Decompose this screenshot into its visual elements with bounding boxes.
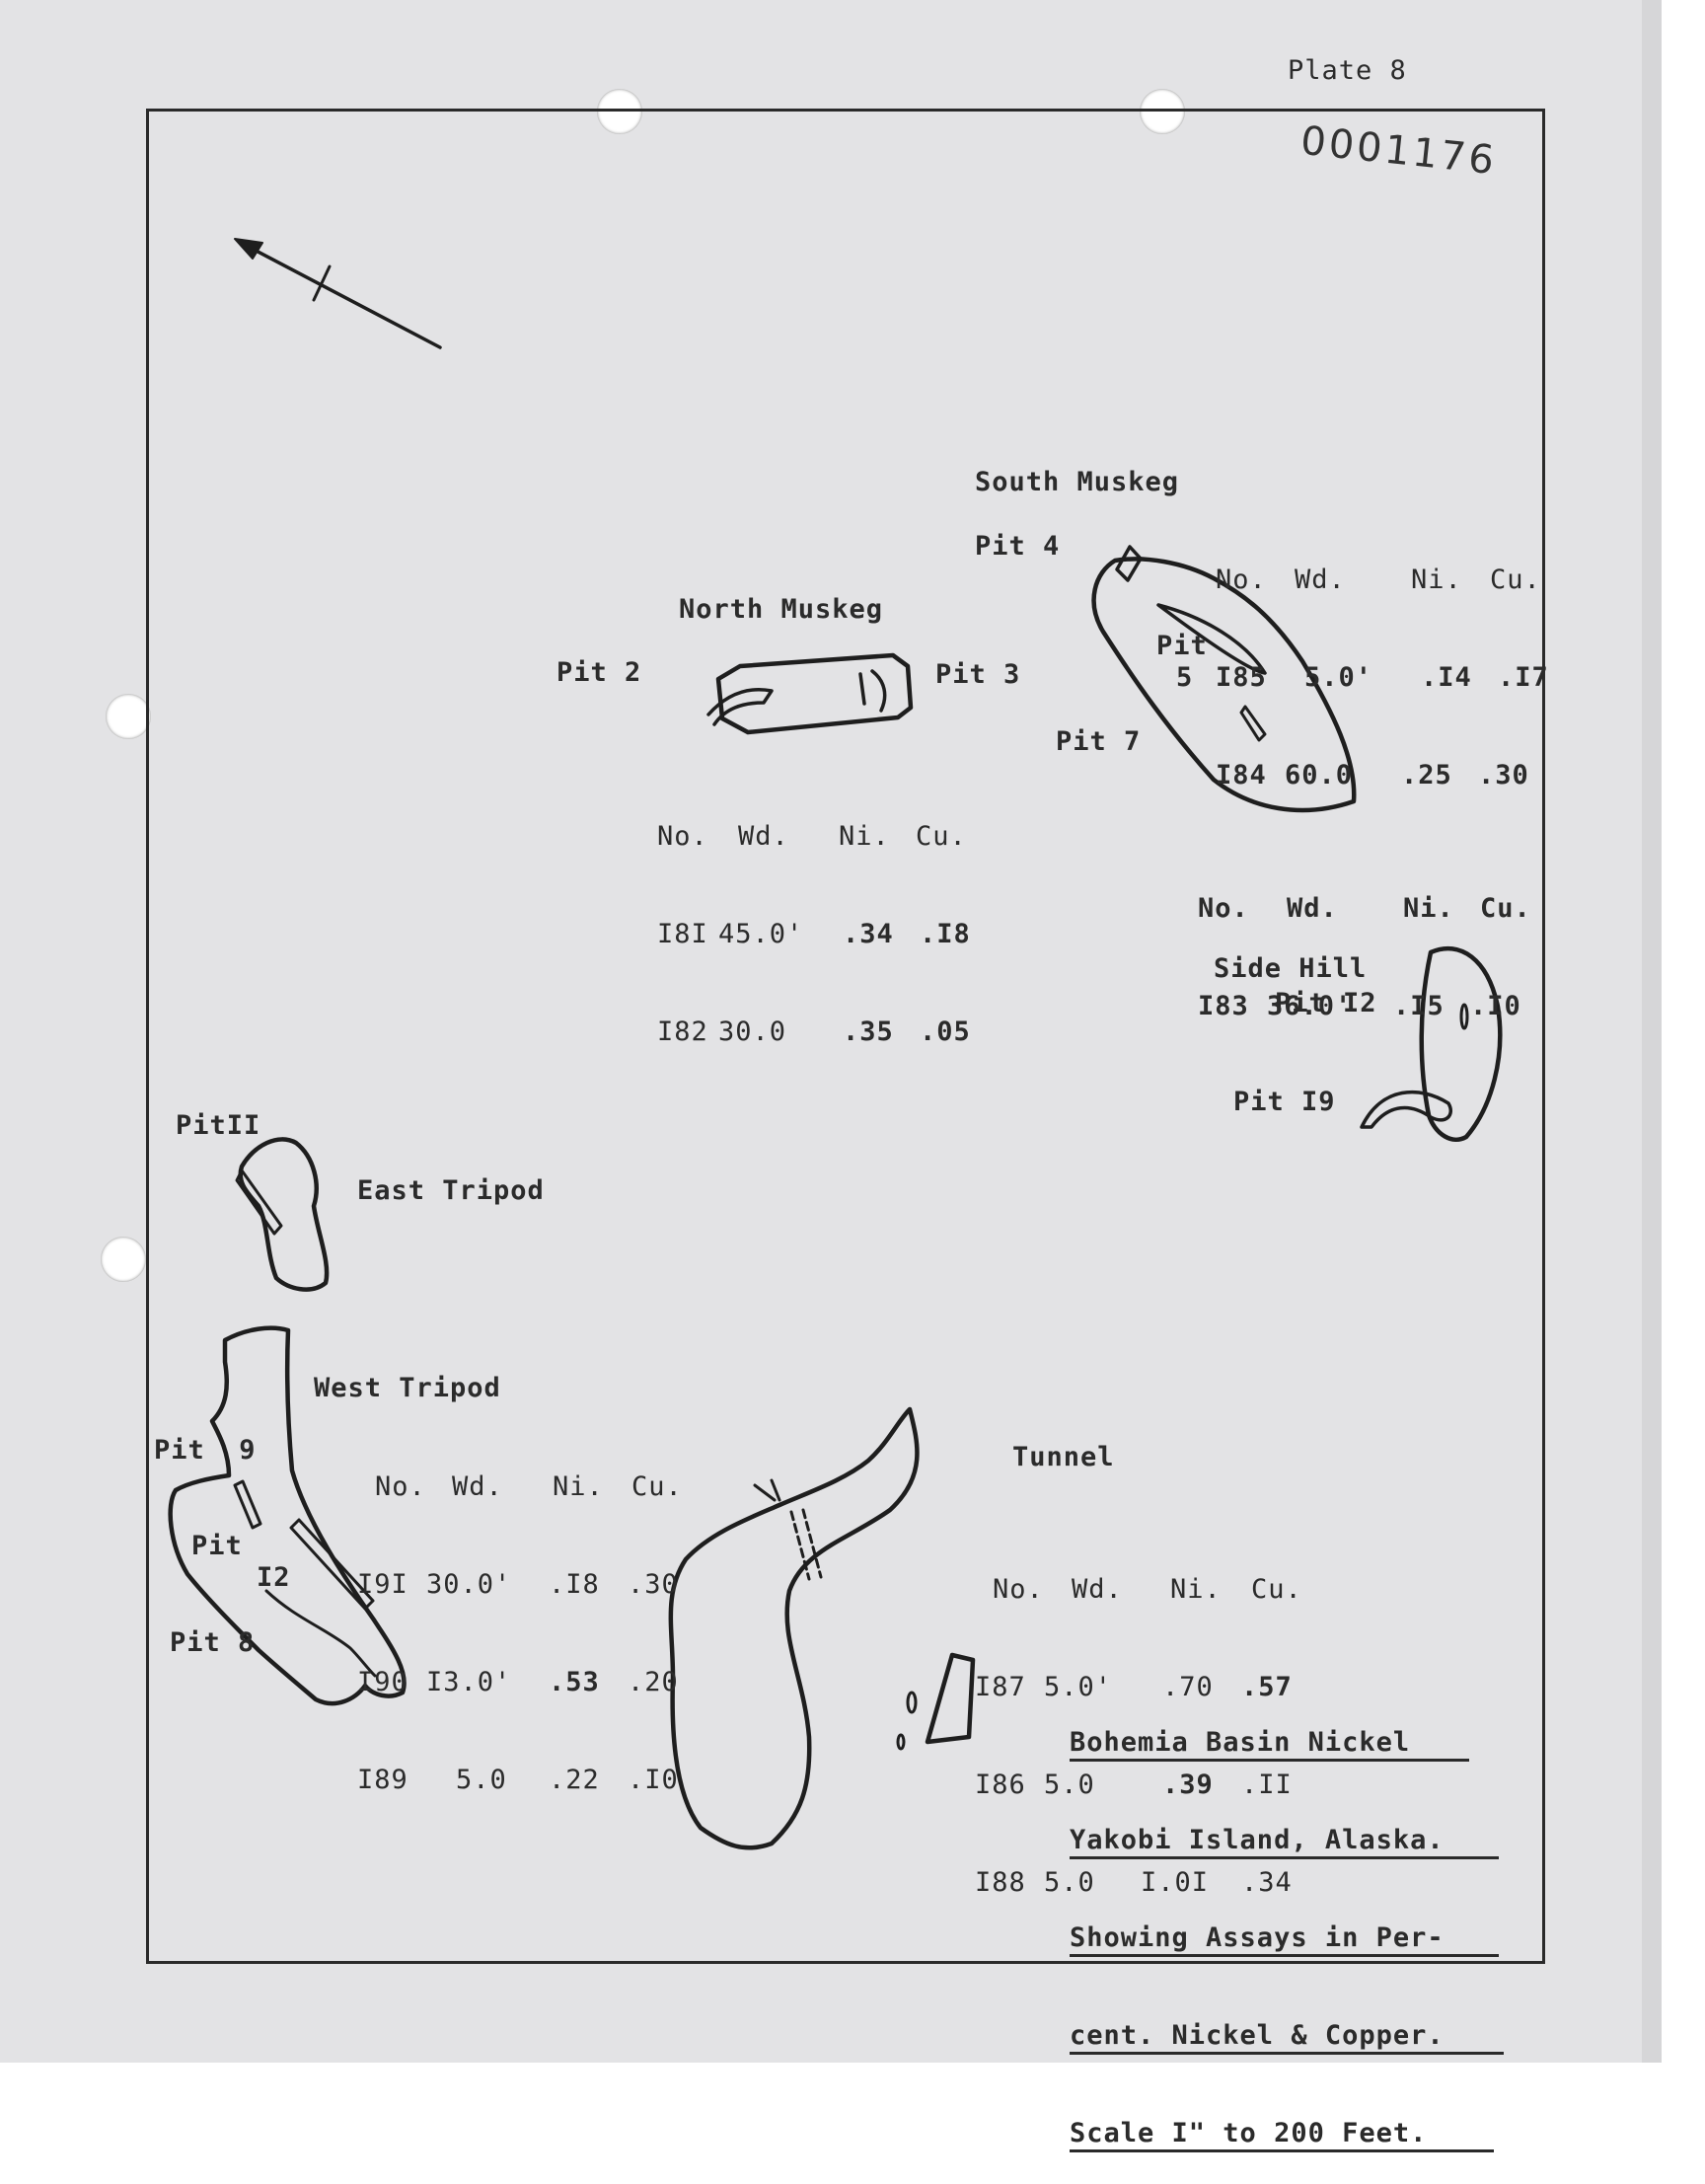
north-muskeg-outcrop (715, 652, 914, 735)
east-tripod-outcrop (238, 1137, 330, 1292)
label-pit-19: Pit I9 (1233, 1087, 1336, 1117)
label-pit-7: Pit 7 (1056, 726, 1142, 757)
label-east-tripod: East Tripod (357, 1175, 545, 1206)
punch-hole-left-upper (106, 694, 151, 739)
label-north-muskeg: North Muskeg (679, 594, 884, 625)
pit-5-trench (1156, 603, 1267, 675)
label-pit-8: Pit 8 (170, 1627, 256, 1658)
paper-sheet (0, 0, 1642, 2063)
small-outcrop (925, 1652, 976, 1745)
label-south-muskeg: South Muskeg (975, 467, 1180, 497)
pit-9-trench (233, 1479, 262, 1530)
label-pit-12-number: I2 (257, 1562, 291, 1593)
map-title-block: Bohemia Basin Nickel Yakobi Island, Alas… (1070, 1664, 1504, 2184)
label-west-tripod: West Tripod (314, 1373, 501, 1403)
label-side-hill: Side Hill (1214, 953, 1368, 984)
west-tripod-outcrop (168, 1325, 407, 1706)
pit-8-trench (264, 1589, 377, 1678)
pit-7-trench (1239, 705, 1267, 742)
west-tripod-vein (289, 1518, 375, 1611)
label-pit-4: Pit 4 (975, 531, 1061, 562)
label-pit-12-word: Pit (191, 1531, 243, 1561)
tunnel-adit-icon (789, 1508, 823, 1581)
pit-19-trench (1360, 1090, 1452, 1129)
tunnel-outcrop (668, 1406, 920, 1850)
label-pit-3: Pit 3 (935, 659, 1021, 690)
punch-hole-top-right (1140, 89, 1185, 134)
pit-3-trench (858, 669, 887, 713)
south-muskeg-outcrop (1091, 557, 1357, 813)
side-hill-outcrop (1419, 945, 1503, 1142)
paper-edge (1642, 0, 1662, 2063)
label-pit-5-word: Pit (1156, 631, 1208, 661)
pit-11-trench (235, 1168, 283, 1236)
map-border (146, 109, 1545, 1964)
pit-4-trench (1115, 545, 1143, 582)
punch-hole-top-left (597, 89, 642, 134)
title-line: cent. Nickel & Copper. (1070, 2020, 1504, 2055)
small-outcrop-dot (896, 1733, 906, 1751)
plate-number: Plate 8 (1288, 55, 1407, 86)
title-line: Bohemia Basin Nickel (1070, 1727, 1469, 1762)
label-pit-11: PitII (176, 1110, 261, 1141)
pit-12-trench (1459, 1003, 1469, 1030)
punch-hole-left-lower (101, 1237, 146, 1282)
label-tunnel: Tunnel (1012, 1442, 1115, 1472)
pit-2-trench (706, 688, 774, 726)
label-pit-5-number: 5 (1176, 662, 1194, 693)
north-arrow-icon (234, 238, 442, 349)
title-line: Yakobi Island, Alaska. (1070, 1825, 1499, 1859)
tunnel-portal-mark (753, 1478, 781, 1502)
small-outcrop-dot (906, 1691, 918, 1714)
label-pit-2: Pit 2 (556, 657, 642, 688)
title-line: Scale I" to 200 Feet. (1070, 2118, 1494, 2152)
title-line: Showing Assays in Per- (1070, 1922, 1499, 1957)
label-pit-9: Pit 9 (154, 1435, 257, 1466)
label-pit-12-side-hill: Pit I2 (1275, 988, 1377, 1018)
